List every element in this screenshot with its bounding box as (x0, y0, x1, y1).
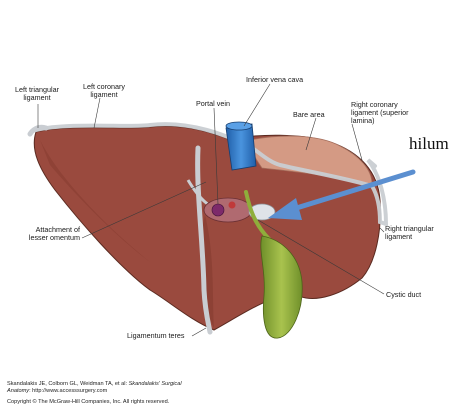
label-left-coronary-ligament: Left coronary ligament (78, 83, 130, 99)
label-cystic-duct: Cystic duct (386, 291, 421, 299)
label-right-triangular-ligament: Right triangular ligament (385, 225, 434, 241)
portal-vein-stub (212, 204, 224, 216)
copyright-line: Copyright © The McGraw-Hill Companies, I… (7, 399, 169, 406)
label-inferior-vena-cava: Inferior vena cava (246, 76, 303, 84)
label-right-coronary-ligament: Right coronary ligament (superior lamina… (351, 101, 409, 125)
label-portal-vein: Portal vein (196, 100, 230, 108)
credit-book-title-cont: Anatomy (7, 388, 29, 394)
credit-url: : http://www.accesssurgery.com (29, 388, 107, 394)
label-bare-area: Bare area (293, 111, 325, 119)
leader-right-triangular (380, 228, 384, 232)
label-left-triangular-ligament: Left triangular ligament (8, 86, 66, 102)
label-lesser-omentum: Attachment of lesser omentum (6, 226, 80, 242)
leader-ligamentum-teres (192, 328, 206, 336)
hilum-region (204, 198, 252, 222)
ivc-top (226, 122, 252, 130)
label-ligamentum-teres: Ligamentum teres (127, 332, 185, 340)
leader-ivc (244, 84, 270, 126)
leader-left-coronary (94, 98, 100, 128)
credit-line-1: Skandalakis JE, Colborn GL, Weidman TA, … (7, 381, 182, 388)
credit-book-title: Skandalakis' Surgical (129, 381, 182, 387)
credit-line-2: Anatomy: http://www.accesssurgery.com (7, 388, 107, 395)
credit-authors: Skandalakis JE, Colborn GL, Weidman TA, … (7, 381, 129, 387)
hilum-annotation: hilum (409, 134, 449, 154)
hepatic-artery-stub (229, 202, 236, 209)
